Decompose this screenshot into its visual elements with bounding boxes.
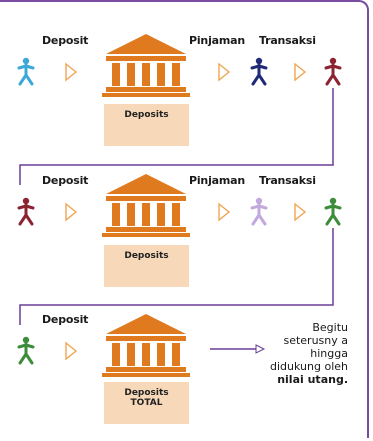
row2-arrow-3-icon — [294, 202, 307, 222]
row1-arrow-1-icon — [65, 62, 78, 82]
row1-arrow-2-icon — [218, 62, 231, 82]
row2-lavender-person-icon — [250, 197, 268, 226]
row3-bank-icon — [102, 314, 190, 377]
row2-deposits-box: Deposits — [104, 245, 189, 287]
closing-note-emphasis: nilai utang. — [277, 373, 348, 386]
row3-green-person-icon — [17, 336, 35, 365]
row2-red-person-icon — [17, 197, 35, 226]
row3-deposits-total-label: Deposits TOTAL — [124, 388, 169, 408]
row2-deposit-label: Deposit — [42, 174, 89, 187]
row1-deposits-box: Deposits — [104, 104, 189, 146]
row1-arrow-3-icon — [294, 62, 307, 82]
row1-navy-person-icon — [250, 57, 268, 86]
row2-bank-icon — [102, 174, 190, 237]
row1-red-person-icon — [324, 57, 342, 86]
row1-deposit-label: Deposit — [42, 34, 89, 47]
row2-pinjaman-label: Pinjaman — [189, 174, 245, 187]
row1-transaksi-label: Transaksi — [259, 34, 316, 47]
closing-note-text: Begitu seterusny a hingga didukung oleh — [270, 321, 348, 373]
connector-row1-to-row2 — [19, 88, 334, 185]
row3-arrow-1-icon — [65, 341, 78, 361]
row3-deposit-label: Deposit — [42, 313, 89, 326]
row2-deposits-box-label: Deposits — [124, 251, 169, 261]
row1-bank-icon — [102, 34, 190, 97]
row2-transaksi-label: Transaksi — [259, 174, 316, 187]
connector-row2-to-row3 — [19, 228, 334, 325]
closing-note: Begitu seterusny a hingga didukung oleh … — [268, 321, 348, 386]
row1-deposits-box-label: Deposits — [124, 110, 169, 120]
row3-deposits-total-box: Deposits TOTAL — [104, 382, 189, 424]
arrow-to-note-head — [255, 344, 266, 354]
row1-blue-person-icon — [17, 57, 35, 86]
row2-green-person-icon — [324, 197, 342, 226]
row2-arrow-1-icon — [65, 202, 78, 222]
row2-arrow-2-icon — [218, 202, 231, 222]
row1-pinjaman-label: Pinjaman — [189, 34, 245, 47]
